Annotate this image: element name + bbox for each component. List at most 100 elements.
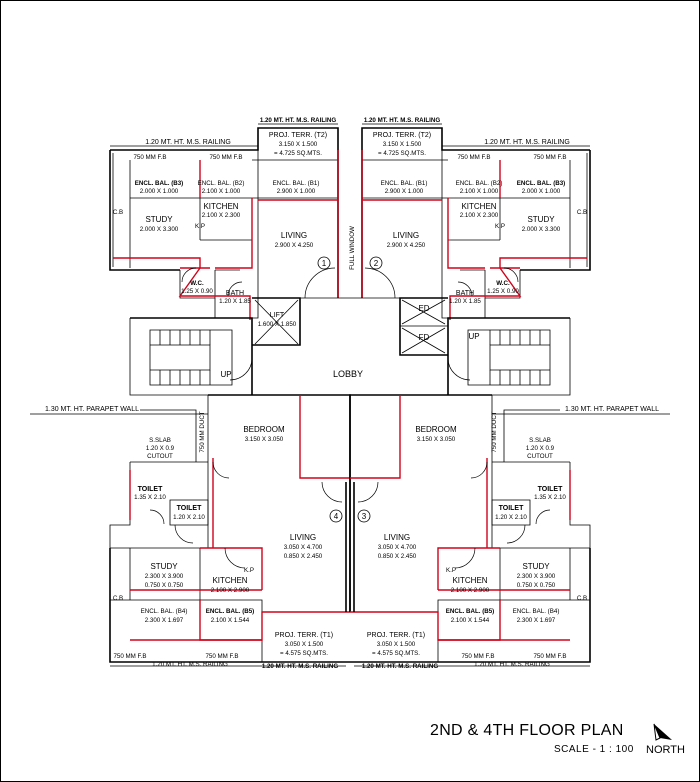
railing-label-t2-right: 1.20 MT. HT. M.S. RAILING	[364, 117, 441, 124]
living-bottom-right-name: LIVING	[384, 533, 410, 542]
fb-top-right-2: 750 MM F.B	[533, 154, 566, 161]
encl-bal-b2-right-dim: 2.100 X 1.000	[460, 188, 499, 195]
door-1-label: 1	[322, 259, 327, 268]
bath-left-dim: 1.20 X 1.85	[219, 298, 251, 305]
fb-bottom-left-1: 750 MM F.B	[113, 653, 146, 660]
kp-top-right: K.P	[495, 223, 505, 230]
sslab-right-name: S.SLAB	[529, 437, 551, 444]
encl-bal-b5-right-name: ENCL. BAL. (B5)	[446, 608, 494, 615]
proj-terr-t2-right-dim: 3.150 X 1.500	[383, 141, 422, 148]
encl-bal-b2-right-name: ENCL. BAL. (B2)	[456, 180, 503, 187]
lobby-label: LOBBY	[333, 369, 363, 379]
kitchen-bottom-right-name: KITCHEN	[452, 576, 487, 585]
cb-bottom-left: C.B	[113, 595, 123, 602]
duct-right: 750 MM DUCT	[491, 411, 498, 452]
proj-terr-t1-right-area: = 4.575 SQ.MTS.	[372, 650, 420, 657]
study-top-right-name: STUDY	[527, 215, 555, 224]
encl-bal-b3-left-dim: 2.000 X 1.000	[140, 188, 179, 195]
study-bottom-left-dim2: 0.750 X 0.750	[145, 582, 184, 589]
living-bottom-left-name: LIVING	[290, 533, 316, 542]
living-bottom-right-dim2: 0.850 X 2.450	[378, 553, 417, 560]
study-bottom-left-name: STUDY	[150, 562, 178, 571]
door-2-label: 2	[374, 259, 379, 268]
up-right: UP	[468, 332, 479, 341]
duct-left: 750 MM DUCT	[199, 411, 206, 452]
encl-bal-b4-left-dim: 2.300 X 1.697	[145, 617, 184, 624]
railing-bottom-t1-right: 1.20 MT. HT. M.S. RAILING	[362, 663, 439, 670]
encl-bal-b4-right-name: ENCL. BAL. (B4)	[513, 608, 560, 615]
proj-terr-t1-left-dim: 3.050 X 1.500	[285, 641, 324, 648]
bedroom-left-dim: 3.150 X 3.050	[245, 436, 284, 443]
toilet-a-right-name: TOILET	[538, 486, 563, 493]
proj-terr-t2-left-dim: 3.150 X 1.500	[279, 141, 318, 148]
railing-label-top-left: 1.20 MT. HT. M.S. RAILING	[145, 139, 231, 146]
encl-bal-b4-left-name: ENCL. BAL. (B4)	[141, 608, 188, 615]
sslab-left-name: S.SLAB	[149, 437, 171, 444]
study-top-right-dim: 2.000 X 3.300	[522, 226, 561, 233]
wc-right-name: W.C.	[496, 280, 510, 287]
bedroom-left-name: BEDROOM	[243, 425, 285, 434]
fb-top-left-2: 750 MM F.B	[209, 154, 242, 161]
living-bottom-left-dim1: 3.050 X 4.700	[284, 544, 323, 551]
fb-bottom-right-2: 750 MM F.B	[533, 653, 566, 660]
living-top-left-name: LIVING	[281, 231, 307, 240]
sslab-left-dim: 1.20 X 0.9	[146, 445, 175, 452]
proj-terr-t1-left-area: = 4.575 SQ.MTS.	[280, 650, 328, 657]
encl-bal-b5-left-name: ENCL. BAL. (B5)	[206, 608, 254, 615]
encl-bal-b5-left-dim: 2.100 X 1.544	[211, 617, 250, 624]
railing-bottom-t1-left: 1.20 MT. HT. M.S. RAILING	[262, 663, 339, 670]
sslab-right-cutout: CUTOUT	[527, 453, 553, 460]
toilet-b-right-name: TOILET	[499, 505, 524, 512]
study-bottom-right-dim2: 0.750 X 0.750	[517, 582, 556, 589]
cb-top-left: C.B	[113, 209, 123, 216]
living-top-left-dim: 2.900 X 4.250	[275, 242, 314, 249]
cb-bottom-right: C.B	[577, 595, 587, 602]
living-bottom-right-dim1: 3.050 X 4.700	[378, 544, 417, 551]
parapet-label-left: 1.30 MT. HT. PARAPET WALL	[45, 406, 139, 413]
fd-label: FD	[419, 333, 430, 342]
proj-terr-t2-left-name: PROJ. TERR. (T2)	[269, 132, 327, 139]
fb-bottom-left-2: 750 MM F.B	[205, 653, 238, 660]
encl-bal-b5-right-dim: 2.100 X 1.544	[451, 617, 490, 624]
party-wall	[345, 482, 355, 612]
kitchen-bottom-left-name: KITCHEN	[212, 576, 247, 585]
encl-bal-b3-right-name: ENCL. BAL. (B3)	[517, 180, 565, 187]
kp-top-left: K.P	[195, 223, 205, 230]
living-bottom-left-dim2: 0.850 X 2.450	[284, 553, 323, 560]
right-wing-walls	[349, 127, 591, 663]
study-bottom-right-name: STUDY	[522, 562, 550, 571]
fb-top-left-1: 750 MM F.B	[133, 154, 166, 161]
sslab-right-dim: 1.20 X 0.9	[526, 445, 555, 452]
kitchen-bottom-left-dim: 2.100 X 2.900	[211, 587, 250, 594]
kitchen-top-left-dim: 2.100 X 2.300	[202, 212, 241, 219]
encl-bal-b3-right-dim: 2.000 X 1.000	[522, 188, 561, 195]
railing-label-top-right: 1.20 MT. HT. M.S. RAILING	[484, 139, 570, 146]
proj-terr-t2-right-area: = 4.725 SQ.MTS.	[378, 150, 426, 157]
kitchen-bottom-right-dim: 2.100 X 2.900	[451, 587, 490, 594]
wc-left-dim: 1.25 X 0.90	[181, 288, 213, 295]
encl-bal-b3-left-name: ENCL. BAL. (B3)	[135, 180, 183, 187]
toilet-a-left-dim: 1.35 X 2.10	[134, 494, 166, 501]
door-3-label: 3	[362, 512, 367, 521]
kitchen-top-right-name: KITCHEN	[461, 202, 496, 211]
encl-bal-b1-left-name: ENCL. BAL. (B1)	[273, 180, 320, 187]
north-label: NORTH	[646, 744, 685, 756]
lift-dim: 1.600 X 1.850	[258, 321, 297, 328]
proj-terr-t1-left-name: PROJ. TERR. (T1)	[275, 632, 333, 639]
bath-right-name: BATH	[456, 290, 474, 297]
encl-bal-b1-left-dim: 2.900 X 1.000	[277, 188, 316, 195]
bedroom-right-name: BEDROOM	[415, 425, 457, 434]
wc-left-name: W.C.	[190, 280, 204, 287]
full-window-label: FULL WINDOW	[349, 226, 356, 270]
study-bottom-right-dim1: 2.300 X 3.900	[517, 573, 556, 580]
living-top-right-name: LIVING	[393, 231, 419, 240]
study-top-left-name: STUDY	[145, 215, 173, 224]
proj-terr-t1-right-dim: 3.050 X 1.500	[377, 641, 416, 648]
proj-terr-t1-right-name: PROJ. TERR. (T1)	[367, 632, 425, 639]
toilet-a-right-dim: 1.35 X 2.10	[534, 494, 566, 501]
lift-name: LIFT	[270, 312, 285, 319]
scale-label: SCALE - 1 : 100	[554, 744, 634, 755]
study-top-left-dim: 2.000 X 3.300	[140, 226, 179, 233]
proj-terr-t2-right-name: PROJ. TERR. (T2)	[373, 132, 431, 139]
fb-bottom-right-1: 750 MM F.B	[461, 653, 494, 660]
